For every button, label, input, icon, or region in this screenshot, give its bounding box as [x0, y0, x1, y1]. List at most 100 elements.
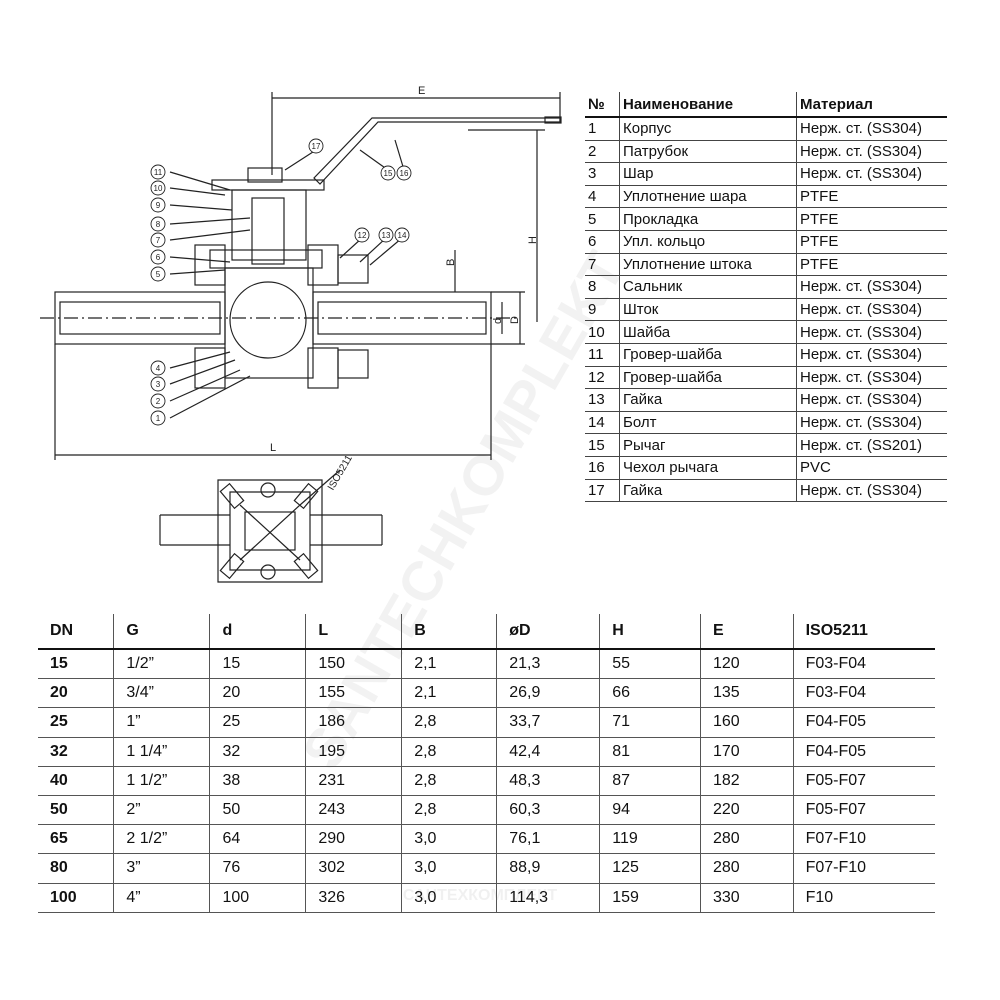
callout-circle	[150, 197, 166, 213]
dims-cell: 21,3	[496, 649, 601, 680]
dims-cell: 50	[209, 795, 307, 826]
dims-cell: 42,4	[496, 737, 601, 767]
dims-cell: 4”	[113, 883, 211, 913]
dims-cell: 1”	[113, 707, 211, 738]
dims-cell: 280	[700, 824, 794, 855]
dims-cell: 76	[209, 853, 307, 884]
callout-number: 1	[156, 414, 161, 423]
callout-number: 9	[156, 201, 161, 210]
callout-number: 10	[154, 184, 163, 193]
dims-cell: 3”	[113, 853, 211, 884]
dims-cell: 2”	[113, 795, 211, 826]
parts-cell-number: 2	[585, 140, 620, 164]
dim-label-d-large: D	[509, 316, 521, 324]
dims-cell: 231	[305, 766, 403, 796]
dims-header-cell: d	[209, 614, 307, 650]
dims-cell: 302	[305, 853, 403, 884]
parts-cell-material: PTFE	[796, 185, 947, 209]
callout-number: 17	[312, 142, 321, 151]
dims-cell: 326	[305, 883, 403, 913]
parts-cell-name: Гайка	[619, 479, 797, 503]
dims-cell: 160	[700, 707, 794, 738]
dims-cell: 100	[209, 883, 307, 913]
callout-circle	[354, 227, 370, 243]
dims-cell: 2,1	[401, 649, 498, 680]
dims-cell-dn: 100	[38, 883, 115, 913]
dims-cell: F03-F04	[793, 678, 935, 709]
dims-cell: 1/2”	[113, 649, 211, 680]
callout-circle	[150, 232, 166, 248]
dims-cell: 88,9	[496, 853, 601, 884]
parts-cell-number: 12	[585, 366, 620, 390]
dim-label-d-small: d	[492, 318, 504, 324]
callout-number: 5	[156, 270, 161, 279]
dims-cell: F07-F10	[793, 853, 935, 884]
callout-number: 13	[382, 231, 391, 240]
parts-cell-number: 7	[585, 253, 620, 277]
parts-cell-material: Нерж. ст. (SS304)	[796, 411, 947, 435]
callout-circle	[308, 138, 324, 154]
dims-header-cell: H	[599, 614, 701, 650]
parts-cell-number: 3	[585, 162, 620, 186]
parts-cell-number: 6	[585, 230, 620, 254]
dims-cell: 330	[700, 883, 794, 913]
dims-cell: 64	[209, 824, 307, 855]
parts-cell-name: Гровер-шайба	[619, 343, 797, 367]
dims-cell-dn: 20	[38, 678, 115, 709]
parts-cell-name: Прокладка	[619, 207, 797, 231]
dims-cell-dn: 40	[38, 766, 115, 796]
dims-cell: 15	[209, 649, 307, 680]
callout-number: 4	[156, 364, 161, 373]
parts-cell-number: 8	[585, 275, 620, 299]
parts-cell-name: Шток	[619, 298, 797, 322]
parts-cell-name: Чехол рычага	[619, 456, 797, 480]
callout-number: 14	[398, 231, 407, 240]
dims-header-cell: E	[700, 614, 794, 650]
dims-cell: 125	[599, 853, 701, 884]
callout-number: 3	[156, 380, 161, 389]
dims-cell: 3,0	[401, 824, 498, 855]
parts-cell-name: Шар	[619, 162, 797, 186]
callout-number: 15	[384, 169, 393, 178]
parts-cell-material: Нерж. ст. (SS304)	[796, 343, 947, 367]
dim-label-h: H	[527, 236, 539, 244]
dims-cell: 55	[599, 649, 701, 680]
dims-cell: 195	[305, 737, 403, 767]
callout-number: 16	[400, 169, 409, 178]
parts-cell-name: Корпус	[619, 117, 797, 141]
parts-cell-number: 11	[585, 343, 620, 367]
dims-cell: 38	[209, 766, 307, 796]
callout-circle	[150, 266, 166, 282]
dims-cell: 66	[599, 678, 701, 709]
dims-cell: 290	[305, 824, 403, 855]
parts-cell-material: Нерж. ст. (SS201)	[796, 433, 947, 457]
dims-cell: 150	[305, 649, 403, 680]
parts-cell-material: PTFE	[796, 207, 947, 231]
dims-cell-dn: 32	[38, 737, 115, 767]
parts-cell-material: Нерж. ст. (SS304)	[796, 298, 947, 322]
callout-circle	[150, 180, 166, 196]
parts-cell-material: Нерж. ст. (SS304)	[796, 162, 947, 186]
parts-cell-name: Упл. кольцо	[619, 230, 797, 254]
parts-header-number: №	[585, 92, 620, 118]
dims-header-cell: B	[401, 614, 498, 650]
parts-cell-number: 17	[585, 479, 620, 503]
dims-cell: 2,8	[401, 766, 498, 796]
dims-cell: 2,8	[401, 707, 498, 738]
